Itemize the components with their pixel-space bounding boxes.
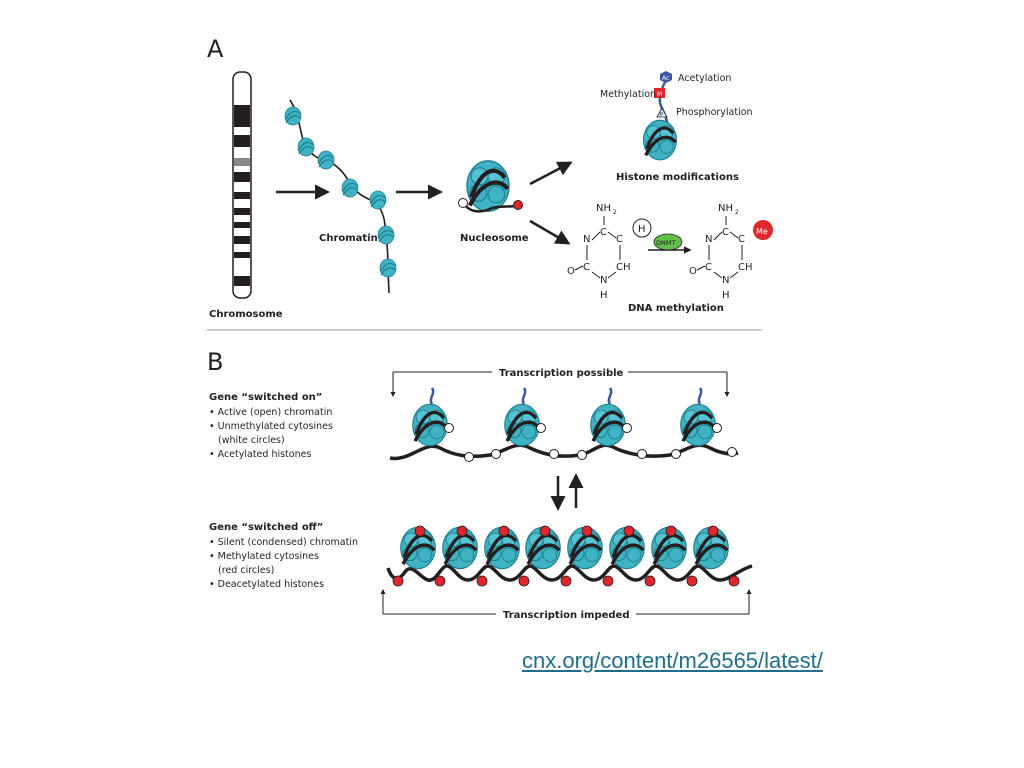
svg-text:2: 2 [735,209,739,216]
m-tag: M [657,91,662,98]
transcription-impeded-bracket [380,589,752,615]
svg-text:N: N [600,275,607,286]
chromatin [284,99,397,294]
switched-on-list: • Active (open) chromatin • Unmethylated… [209,407,333,460]
phosphorylation-label: Phosphorylation [676,107,753,118]
svg-text:H: H [722,290,730,301]
phosphate-triangle-icon [656,107,668,118]
dnmt-enzyme [653,233,683,251]
svg-text:C: C [583,262,590,273]
svg-text:C: C [738,234,745,245]
svg-text:NH: NH [718,203,733,214]
panel-a-letter: A [207,35,224,63]
svg-text:C: C [600,227,607,238]
svg-text:NH: NH [596,203,611,214]
condensed-chromatin [386,525,753,587]
on-bullet: • Unmethylated cytosines [209,421,333,432]
p-tag: P [660,112,663,118]
ac-tag: Ac [662,75,669,82]
switched-off-list: • Silent (condensed) chromatin • Methyla… [209,537,358,590]
svg-text:N: N [722,275,729,286]
methyl-group-circle [753,220,773,240]
hydrogen-circle [632,218,652,238]
off-bullet: • Silent (condensed) chromatin [209,537,358,548]
on-bullet: • Acetylated histones [209,449,311,460]
methyl-square-icon [654,88,665,98]
histone-modifications-label: Histone modifications [616,172,739,183]
off-bullet: • Deacetylated histones [209,579,324,590]
unmethylated-cytosine-marker [458,198,468,208]
panel-b-letter: B [207,348,223,376]
svg-text:CH: CH [616,262,631,273]
off-bullet: • Methylated cytosines [209,551,319,562]
switched-on-title: Gene “switched on” [209,392,322,403]
methylation-label: Methylation [600,89,656,100]
on-bullet: • Active (open) chromatin [209,407,332,418]
histone-modifications-figure: Ac M P [641,71,679,162]
svg-text:C: C [616,234,623,245]
svg-text:C: C [722,227,729,238]
open-chromatin [389,387,739,462]
acetylation-label: Acetylation [678,73,731,84]
off-bullet: (red circles) [209,565,274,576]
switched-off-title: Gene “switched off” [209,522,323,533]
nucleosome-label: Nucleosome [460,233,529,244]
svg-text:N: N [583,234,590,245]
acetyl-hexagon-icon [660,71,672,83]
transcription-possible-bracket [390,371,730,397]
svg-text:C: C [705,262,712,273]
svg-text:H: H [600,290,608,301]
transcription-impeded-label: Transcription impeded [503,610,629,621]
svg-text:N: N [705,234,712,245]
svg-text:CH: CH [738,262,753,273]
dna-methylation-label: DNA methylation [628,303,724,314]
nucleosome [467,161,509,211]
dnmt-tag: DNMT [656,239,675,247]
on-bullet: (white circles) [209,435,285,446]
arrow-to-dna-methylation [529,219,571,245]
source-link[interactable]: cnx.org/content/m26565/latest/ [522,648,823,673]
me-tag: Me [756,227,768,236]
chromosome [232,71,252,299]
transcription-possible-label: Transcription possible [499,368,624,379]
chromatin-label: Chromatin [319,233,378,244]
methylated-cytosine-marker [513,200,523,210]
svg-text:O: O [689,266,697,277]
svg-text:O: O [567,266,575,277]
arrow-to-histone-mods [529,161,573,186]
svg-text:2: 2 [613,209,617,216]
h-tag: H [638,224,646,235]
chromosome-label: Chromosome [209,309,283,320]
